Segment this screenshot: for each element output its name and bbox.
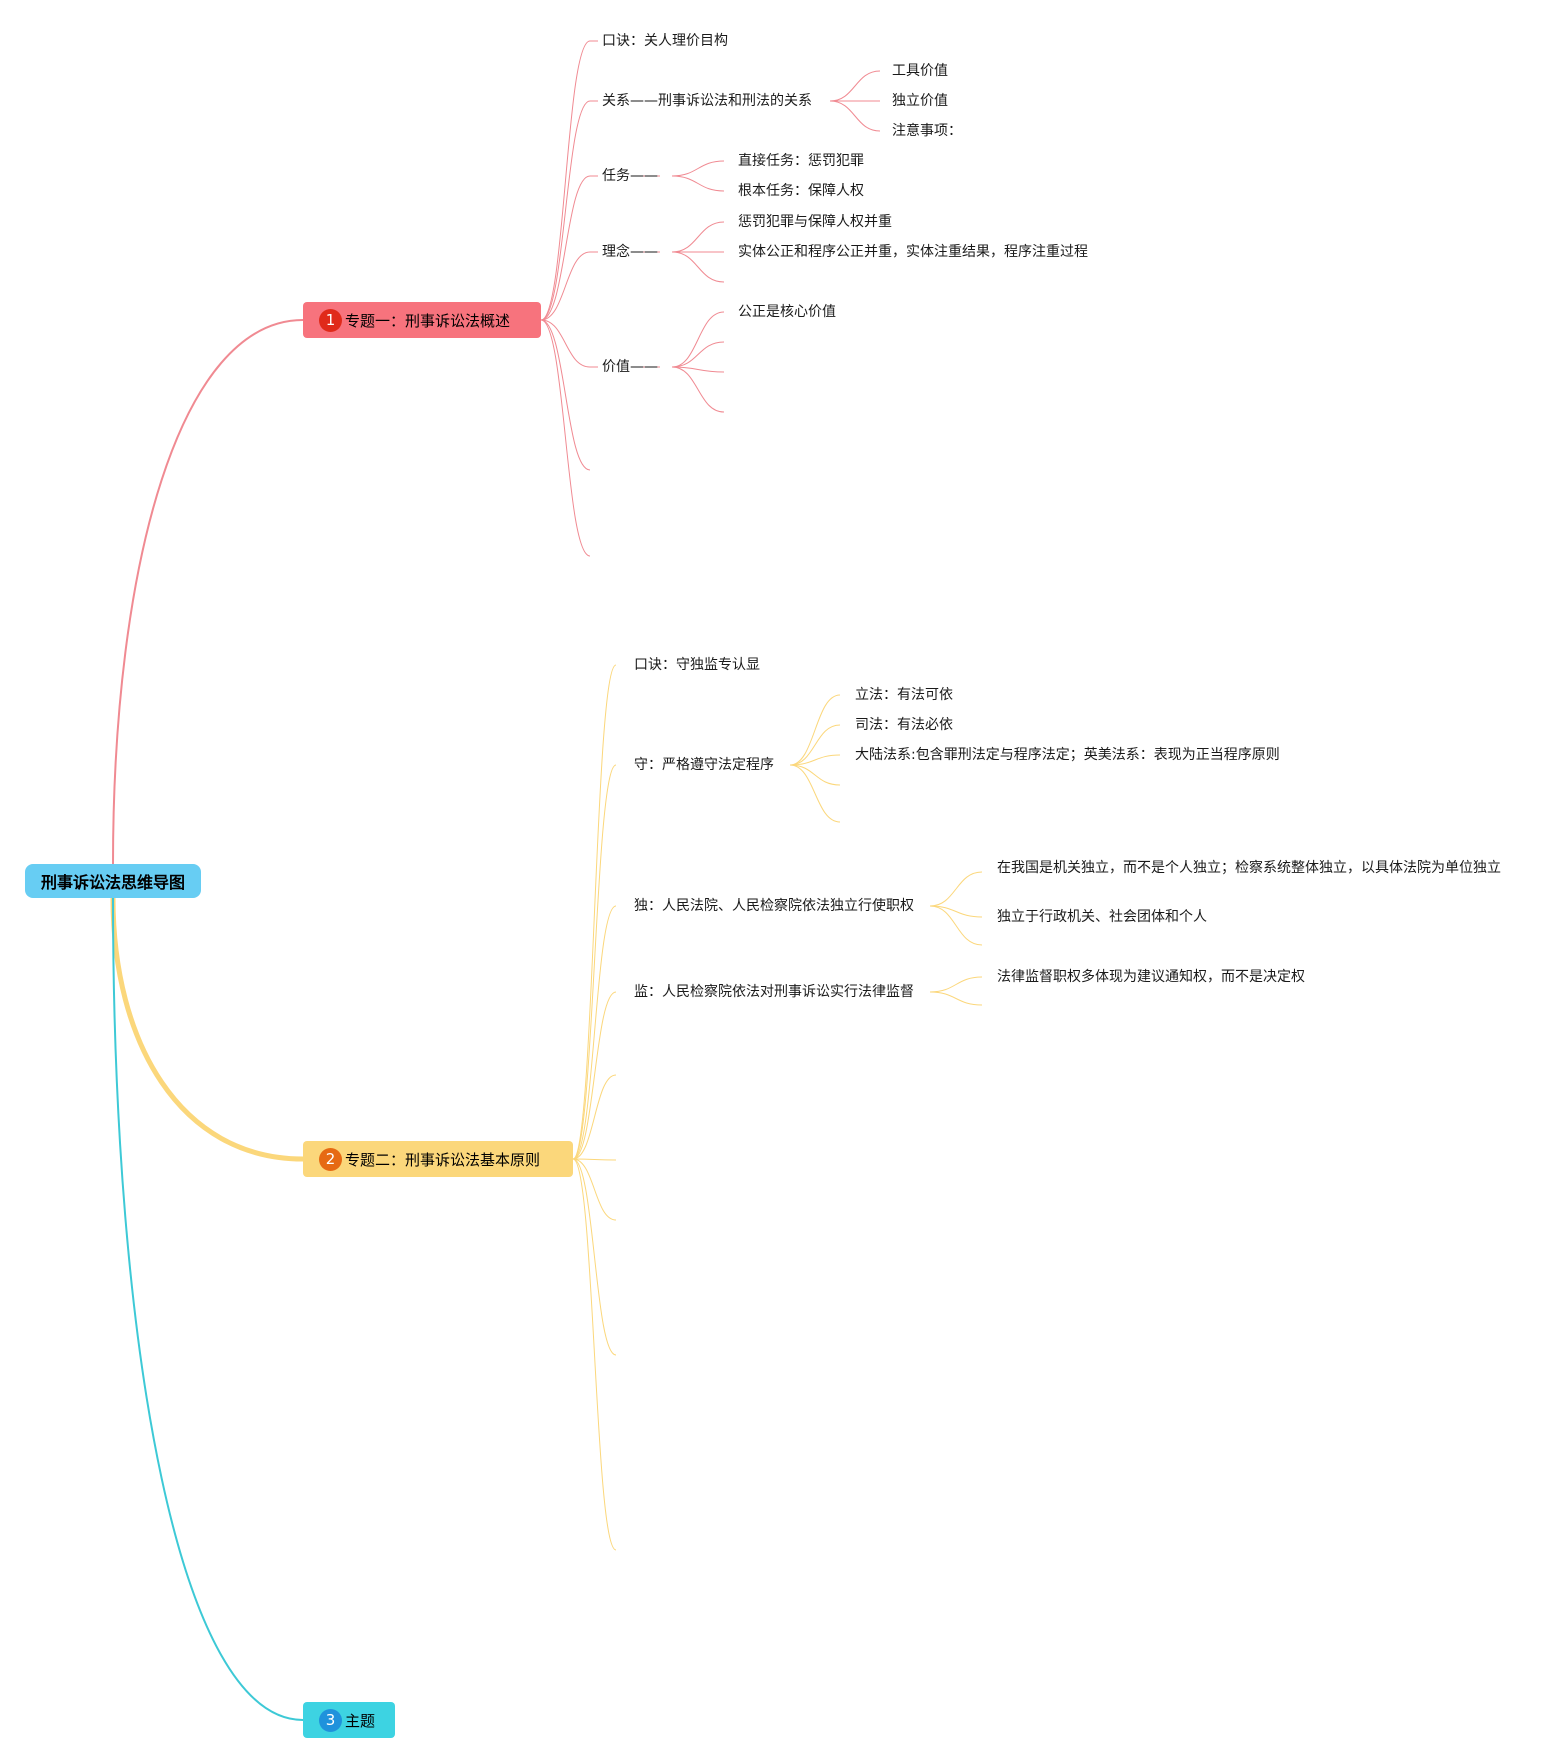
t2-comply-child-2[interactable]: 司法：有法必依 (855, 717, 953, 733)
t2-supervise-child-link-1 (929, 991, 983, 1006)
t2-supervise-child-link-0 (929, 976, 983, 993)
t2-independent-child-link-0 (929, 871, 983, 907)
t2-comply-child-3[interactable]: 大陆法系:包含罪刑法定与程序法定；英美法系：表现为正当程序原则 (855, 747, 1280, 763)
t1-value-child-link-3 (671, 366, 725, 413)
root-label: 刑事诉讼法思维导图 (40, 873, 185, 892)
t1-value-child-link-0 (671, 311, 725, 368)
t1-task-node[interactable]: 任务—— (602, 168, 658, 184)
t1-branch-link-2 (540, 175, 591, 321)
t1-concept-node[interactable]: 理念—— (602, 244, 658, 260)
t1-task-child-2[interactable]: 根本任务：保障人权 (738, 183, 864, 199)
t1-branch-link-3 (540, 251, 591, 321)
t2-comply-child-link-0 (789, 694, 841, 766)
t2-independent-child-2[interactable]: 独立于行政机关、社会团体和个人 (997, 909, 1207, 925)
root-to-topic-2-link (110, 897, 304, 1162)
topic-3-node[interactable]: 3 主题 (303, 1702, 395, 1738)
t1-value-child-1[interactable]: 公正是核心价值 (738, 304, 836, 320)
topic-2-badge: 2 (319, 1147, 342, 1171)
t1-relation-node[interactable]: 关系——刑事诉讼法和刑法的关系 (602, 93, 812, 109)
t2-branch-link-6 (572, 1158, 617, 1221)
t2-branch-link-4 (572, 1074, 617, 1160)
t2-supervise-child-1[interactable]: 法律监督职权多体现为建议通知权，而不是决定权 (997, 969, 1305, 985)
topic-2-node[interactable]: 2 专题二：刑事诉讼法基本原则 (303, 1141, 573, 1177)
topic-3-label: 主题 (345, 1711, 376, 1730)
t2-comply-child-link-4 (789, 764, 841, 823)
t1-mnemonic-node[interactable]: 口诀：关人理价目构 (602, 33, 728, 49)
t2-branch-link-3 (572, 991, 617, 1160)
t1-branch-link-4 (540, 319, 591, 368)
t1-relation-child-1[interactable]: 工具价值 (892, 63, 948, 79)
t2-branch-link-7 (572, 1158, 617, 1356)
topic-2-label: 专题二：刑事诉讼法基本原则 (345, 1150, 541, 1169)
t2-comply-child-link-1 (789, 724, 841, 766)
t1-relation-child-link-2 (829, 100, 881, 132)
t1-branch-link-5 (540, 319, 591, 471)
t2-branch-link-8 (572, 1158, 617, 1551)
t2-mnemonic-node[interactable]: 口诀：守独监专认显 (634, 657, 760, 673)
root-node[interactable]: 刑事诉讼法思维导图 (25, 864, 201, 898)
t2-supervise-node[interactable]: 监：人民检察院依法对刑事诉讼实行法律监督 (634, 984, 914, 1000)
t2-comply-node[interactable]: 守：严格遵守法定程序 (634, 757, 774, 773)
t1-concept-child-1[interactable]: 惩罚犯罪与保障人权并重 (738, 214, 892, 230)
t2-comply-child-link-2 (789, 754, 841, 766)
t2-comply-child-1[interactable]: 立法：有法可依 (855, 687, 953, 703)
topic-1-label: 专题一：刑事诉讼法概述 (345, 311, 511, 330)
t2-branch-link-5 (572, 1158, 617, 1161)
root-to-topic-3-link (112, 897, 304, 1721)
t2-independent-node[interactable]: 独：人民法院、人民检察院依法独立行使职权 (634, 898, 914, 914)
t1-task-child-1[interactable]: 直接任务：惩罚犯罪 (738, 153, 864, 169)
t1-relation-child-3[interactable]: 注意事项： (892, 123, 962, 139)
root-to-topic-1-link (112, 319, 304, 865)
t1-value-child-link-1 (671, 341, 725, 368)
t1-branch-link-1 (540, 100, 591, 321)
t1-task-child-link-0 (671, 160, 725, 177)
topic-1-node[interactable]: 1 专题一：刑事诉讼法概述 (303, 302, 541, 338)
topic-1-badge: 1 (319, 308, 342, 332)
t2-independent-child-link-2 (929, 905, 983, 946)
t1-relation-child-link-0 (829, 70, 881, 102)
t1-value-node[interactable]: 价值—— (602, 359, 658, 375)
t2-branch-link-0 (572, 664, 617, 1160)
t2-branch-link-1 (572, 764, 617, 1160)
t1-branch-link-0 (540, 40, 591, 321)
t1-branch-link-6 (540, 319, 591, 557)
t1-value-child-link-2 (671, 366, 725, 373)
t2-branch-link-2 (572, 905, 617, 1160)
t1-relation-child-2[interactable]: 独立价值 (892, 93, 948, 109)
t1-task-child-link-1 (671, 175, 725, 192)
topic-3-badge: 3 (319, 1708, 342, 1732)
t1-concept-child-2[interactable]: 实体公正和程序公正并重，实体注重结果，程序注重过程 (738, 244, 1088, 260)
t2-comply-child-link-3 (789, 764, 841, 786)
t2-independent-child-1[interactable]: 在我国是机关独立，而不是个人独立；检察系统整体独立，以具体法院为单位独立 (997, 860, 1501, 876)
t1-concept-child-link-2 (671, 251, 725, 283)
t1-concept-child-link-0 (671, 221, 725, 253)
